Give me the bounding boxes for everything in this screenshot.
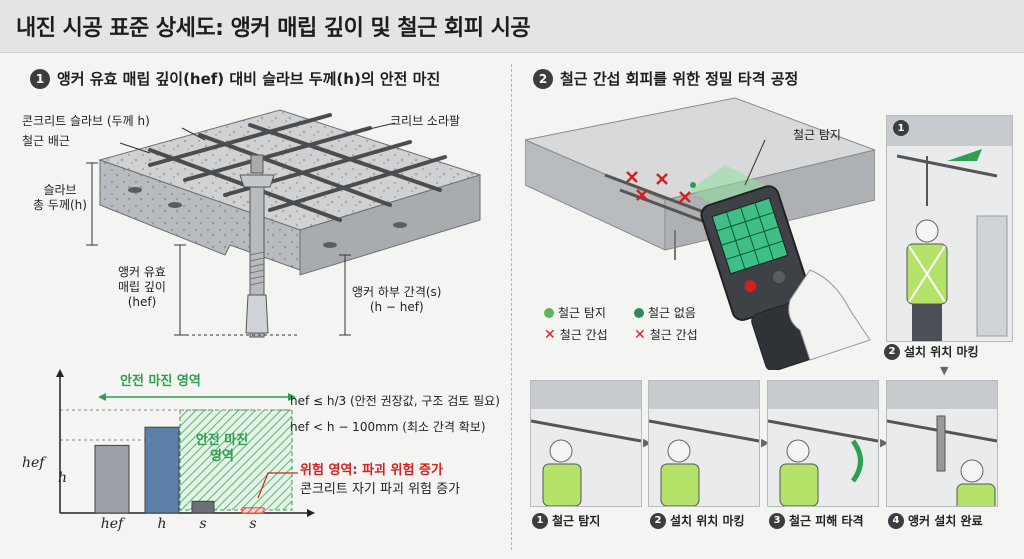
dimension-lines	[86, 122, 396, 336]
danger-pointer	[257, 472, 298, 499]
y-tick-h: h	[58, 470, 68, 486]
label-total-thickness-2: 총 두께(h)	[33, 198, 87, 212]
step-caption-1: 1 철근 탐지	[532, 512, 600, 529]
step-illustration	[887, 381, 997, 506]
step-panel-2	[648, 380, 760, 507]
legend-dot-detect	[544, 307, 554, 318]
step-illustration	[649, 381, 759, 506]
formula-1: hef ≤ h/3 (안전 권장값, 구조 검토 필요)	[290, 394, 500, 408]
step-label: 앵커 설치 완료	[908, 514, 983, 528]
section-2-heading: 2 철근 간섭 회피를 위한 정밀 타격 공정	[533, 68, 798, 89]
label-embed-1: 앵커 유효	[118, 265, 166, 279]
step-caption-2: 2 설치 위치 마킹	[650, 512, 745, 529]
step-label: 철근 탐지	[552, 514, 601, 528]
legend-item-2: 철근 없음	[634, 304, 696, 321]
step-label: 설치 위치 마킹	[670, 514, 745, 528]
label-total-thickness: 슬라브 총 두께(h)	[30, 183, 90, 213]
formula-2: hef < h − 100mm (최소 간격 확보)	[290, 420, 486, 434]
step-arrow-icon: ▶	[880, 436, 889, 449]
section-1-title: 앵커 유효 매립 깊이(hef) 대비 슬라브 두께(h)의 안전 마진	[57, 70, 441, 88]
step-number: 3	[769, 512, 785, 529]
legend-item-1: 철근 탐지	[544, 304, 606, 321]
x-tick-1: h	[157, 516, 167, 532]
step-arrow-icon: ▶	[643, 436, 651, 449]
legend-text-4: 철근 간섭	[649, 328, 698, 342]
section-2-number: 2	[533, 68, 553, 89]
x-tick-2: s	[199, 516, 207, 532]
ceiling-detector-illustration	[525, 97, 875, 370]
safe-zone-label: 안전 마진 영역	[120, 374, 201, 389]
legend-text-3: 철근 간섭	[559, 328, 608, 342]
label-slab: 콘크리트 슬라브 (두께 h)	[22, 114, 150, 128]
mid-step-label: 설치 위치 마킹	[904, 345, 979, 359]
safety-margin-chart	[56, 369, 315, 517]
safe-zone-inner-2: 영역	[210, 449, 234, 465]
detector-label: 철근 탐지	[793, 128, 841, 142]
safe-zone-inner: 안전 마진 영역	[182, 433, 262, 466]
label-total-thickness-1: 슬라브	[43, 183, 77, 197]
anchor-bolt	[239, 154, 275, 338]
label-sleeve: 크리브 소라팔	[390, 114, 461, 128]
label-gap-1: 앵커 하부 간격(s)	[352, 285, 442, 299]
top-step-number: 1	[893, 120, 909, 136]
step-number: 1	[532, 512, 548, 529]
step-caption-4: 4 앵커 설치 완료	[888, 512, 983, 529]
rebar-ends	[128, 187, 407, 248]
step-illustration	[768, 381, 878, 506]
down-arrow-icon: ▼	[940, 364, 949, 377]
section-1-number: 1	[30, 68, 50, 89]
label-embed-3: (hef)	[127, 295, 157, 309]
step-number: 2	[650, 512, 666, 529]
x-tick-0: hef	[100, 516, 124, 532]
chart-bar-0	[94, 444, 130, 514]
step-label: 철근 피해 타격	[789, 514, 864, 528]
legend-item-3: ✕ 철근 간섭	[544, 326, 608, 343]
slab-right-face	[299, 174, 481, 276]
step-panel-1	[530, 380, 642, 507]
legend-x-icon: ✕	[544, 326, 556, 343]
label-gap-2: (h − hef)	[369, 300, 424, 314]
detector-device	[700, 185, 815, 370]
section-2-title: 철근 간섭 회피를 위한 정밀 타격 공정	[560, 70, 799, 88]
section-divider	[511, 64, 512, 550]
safe-zone-inner-1: 안전 마진	[195, 433, 249, 448]
step-panel-4	[886, 380, 998, 507]
step-caption-3: 3 철근 피해 타격	[769, 512, 864, 529]
y-tick-hef: hef	[22, 455, 45, 471]
danger-desc: 콘크리트 자기 파괴 위험 증가	[300, 482, 461, 497]
label-embed-depth: 앵커 유효 매립 깊이 (hef)	[102, 265, 182, 310]
chart-bar-3	[241, 507, 265, 514]
label-rebar: 철근 배근	[22, 134, 70, 148]
legend-x-icon: ✕	[634, 326, 646, 343]
mid-step-number: 2	[884, 343, 900, 360]
worker-illustration-top	[887, 116, 1012, 341]
x-tick-3: s	[249, 516, 257, 532]
danger-title: 위험 영역: 파괴 위험 증가	[300, 463, 443, 478]
slab-illustration	[86, 109, 482, 338]
step-number: 4	[888, 512, 904, 529]
step-illustration	[531, 381, 641, 506]
safe-zone-hatch	[179, 409, 293, 511]
chart-bar-2	[191, 500, 215, 514]
step-panel-3	[767, 380, 879, 507]
chart-bar-1	[144, 426, 180, 514]
interference-marks	[626, 171, 691, 203]
mid-step-caption: 2 설치 위치 마킹	[884, 343, 979, 360]
legend-text-1: 철근 탐지	[558, 306, 606, 320]
title-bar: 내진 시공 표준 상세도: 앵커 매립 깊이 및 철근 회피 시공	[0, 0, 1024, 53]
panel-top-step: 1	[886, 115, 1013, 342]
page-title: 내진 시공 표준 상세도: 앵커 매립 깊이 및 철근 회피 시공	[16, 16, 531, 41]
section-1-heading: 1 앵커 유효 매립 깊이(hef) 대비 슬라브 두께(h)의 안전 마진	[30, 68, 440, 89]
label-embed-2: 매립 깊이	[118, 280, 166, 294]
legend-dot-none	[634, 307, 644, 318]
legend-item-4: ✕ 철근 간섭	[634, 326, 698, 343]
label-anchor-gap: 앵커 하부 간격(s) (h − hef)	[352, 285, 442, 315]
legend-text-2: 철근 없음	[648, 306, 696, 320]
step-arrow-icon: ▶	[761, 436, 770, 449]
